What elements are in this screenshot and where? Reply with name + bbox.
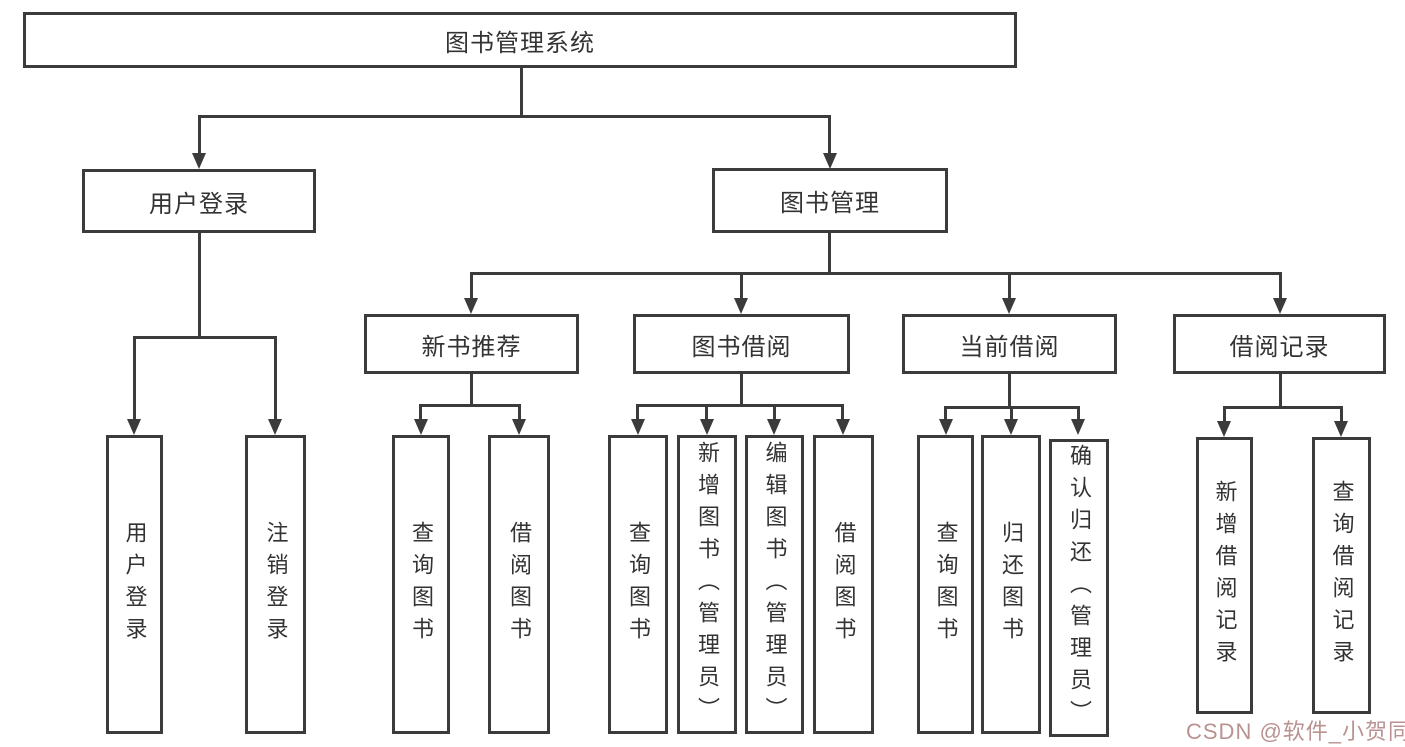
connector-book-mgmt-branch (470, 272, 1282, 275)
node-borrow-records-label: 借阅记录 (1229, 333, 1330, 361)
connector-arrow-bb-borrow-stem (841, 404, 844, 421)
leaf-bb-borrow-books: 借阅图书 (813, 435, 874, 734)
node-user-login: 用户登录 (82, 169, 316, 233)
node-root-system-label: 图书管理系统 (445, 29, 595, 57)
leaf-cb-query-books-label: 查询图书 (933, 520, 959, 649)
connector-arrow-leaf-logout-stem (274, 336, 277, 421)
leaf-bb-edit-books-admin-label: 编辑图书（管理员） (762, 440, 788, 729)
connector-book-mgmt-stem (828, 233, 831, 272)
connector-user-login-stem (198, 233, 201, 336)
leaf-cb-confirm-return-admin-label: 确认归还（管理员） (1067, 444, 1092, 732)
leaf-bb-query-books-label: 查询图书 (626, 520, 651, 649)
arrowhead-br-query-icon (1334, 421, 1348, 437)
arrowhead-cb-return-icon (1004, 419, 1018, 435)
connector-arrow-cb-confirm-stem (1077, 406, 1080, 421)
arrowhead-leaf-logout-icon (268, 419, 282, 435)
connector-current-stem (1008, 374, 1011, 406)
arrowhead-nb-borrow-icon (512, 419, 526, 435)
leaf-logout: 注销登录 (245, 435, 306, 734)
connector-arrow-book-mgmt-stem (828, 115, 831, 155)
arrowhead-bb-add-icon (700, 419, 714, 435)
connector-arrow-cb-query-stem (944, 406, 947, 421)
leaf-logout-label: 注销登录 (263, 520, 289, 649)
leaf-br-query-record-label: 查询借阅记录 (1329, 479, 1355, 672)
connector-arrow-bb-query-stem (636, 404, 639, 421)
arrowhead-current-icon (1002, 298, 1016, 314)
connector-user-login-branch (133, 336, 277, 339)
leaf-user-login: 用户登录 (106, 435, 163, 734)
node-book-borrow: 图书借阅 (633, 314, 850, 374)
connector-root-stem (520, 68, 523, 115)
connector-records-stem (1279, 374, 1282, 406)
arrowhead-bb-borrow-icon (836, 419, 850, 435)
leaf-nb-query-books-label: 查询图书 (409, 520, 434, 649)
connector-arrow-bb-add-stem (705, 404, 708, 421)
arrowhead-cb-confirm-icon (1071, 419, 1085, 435)
arrowhead-new-book-icon (464, 298, 478, 314)
leaf-nb-query-books: 查询图书 (392, 435, 450, 734)
connector-arrow-br-query-stem (1340, 406, 1343, 423)
connector-arrow-bb-edit-stem (773, 404, 776, 421)
leaf-cb-return-books-label: 归还图书 (999, 520, 1024, 649)
connector-arrow-user-login-stem (198, 115, 201, 155)
leaf-user-login-label: 用户登录 (122, 520, 148, 649)
arrowhead-cb-query-icon (939, 419, 953, 435)
connector-arrow-nb-borrow-stem (518, 404, 521, 421)
arrowhead-leaf-login-icon (127, 419, 141, 435)
connector-arrow-br-add-stem (1223, 406, 1226, 423)
node-user-login-label: 用户登录 (149, 190, 249, 218)
node-new-book-recommend-label: 新书推荐 (421, 333, 522, 361)
connector-arrow-nb-query-stem (419, 404, 422, 421)
connector-arrow-cb-return-stem (1010, 406, 1013, 421)
arrowhead-bb-edit-icon (767, 419, 781, 435)
leaf-nb-borrow-books: 借阅图书 (488, 435, 550, 734)
connector-arrow-borrow-stem (740, 272, 743, 300)
arrowhead-records-icon (1273, 298, 1287, 314)
connector-book-borrow-branch (636, 404, 844, 407)
leaf-br-add-record: 新增借阅记录 (1196, 437, 1253, 714)
connector-arrow-records-stem (1279, 272, 1282, 300)
connector-new-book-stem (470, 374, 473, 404)
leaf-cb-confirm-return-admin: 确认归还（管理员） (1049, 439, 1109, 737)
arrowhead-nb-query-icon (414, 419, 428, 435)
node-current-borrow: 当前借阅 (902, 314, 1117, 374)
connector-book-borrow-stem (740, 374, 743, 404)
node-book-management: 图书管理 (712, 168, 948, 233)
arrowhead-user-login-icon (192, 153, 206, 169)
node-borrow-records: 借阅记录 (1173, 314, 1386, 374)
connector-arrow-current-stem (1008, 272, 1011, 300)
leaf-bb-borrow-books-label: 借阅图书 (831, 520, 857, 649)
node-book-management-label: 图书管理 (780, 190, 880, 217)
leaf-bb-query-books: 查询图书 (608, 435, 668, 734)
leaf-bb-edit-books-admin: 编辑图书（管理员） (745, 435, 804, 734)
connector-arrow-new-book-stem (470, 272, 473, 300)
leaf-nb-borrow-books-label: 借阅图书 (507, 520, 532, 649)
leaf-br-query-record: 查询借阅记录 (1312, 437, 1371, 714)
node-current-borrow-label: 当前借阅 (959, 333, 1060, 361)
connector-arrow-leaf-login-stem (133, 336, 136, 421)
leaf-cb-query-books: 查询图书 (917, 435, 974, 734)
arrowhead-book-mgmt-icon (823, 153, 837, 169)
connector-new-book-branch (419, 404, 521, 407)
arrowhead-bb-query-icon (631, 419, 645, 435)
connector-records-branch (1223, 406, 1343, 409)
leaf-br-add-record-label: 新增借阅记录 (1212, 479, 1238, 672)
node-root-system: 图书管理系统 (23, 12, 1017, 68)
csdn-watermark: CSDN @软件_小贺同学 (1186, 719, 1405, 744)
connector-root-branch (198, 115, 831, 118)
leaf-bb-add-books-admin-label: 新增图书（管理员） (695, 440, 720, 729)
node-new-book-recommend: 新书推荐 (364, 314, 579, 374)
arrowhead-borrow-icon (734, 298, 748, 314)
leaf-cb-return-books: 归还图书 (981, 435, 1041, 734)
arrowhead-br-add-icon (1217, 421, 1231, 437)
node-book-borrow-label: 图书借阅 (691, 333, 792, 361)
leaf-bb-add-books-admin: 新增图书（管理员） (677, 435, 737, 734)
